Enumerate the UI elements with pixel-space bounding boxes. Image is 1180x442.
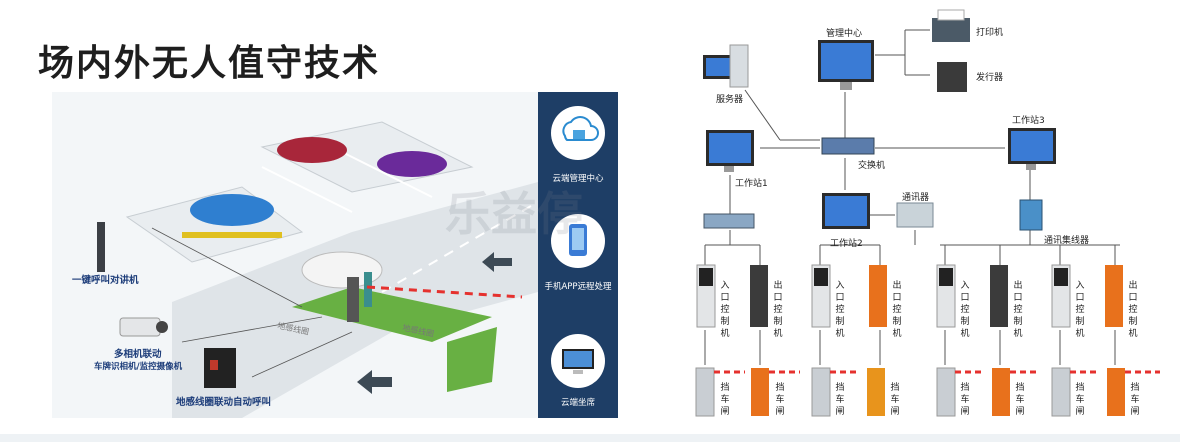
communicator-icon (896, 202, 934, 228)
barrier-label: 挡车闸 (835, 383, 845, 417)
loop-label: 地感线圈联动自动呼叫 (176, 397, 272, 408)
page-title: 场内外无人值守技术 (38, 43, 381, 84)
exit-label: 出口控制机 (773, 281, 783, 339)
mgmt-center-monitor (818, 40, 874, 90)
barrier-label: 挡车闸 (775, 383, 785, 417)
workstation1-label: 工作站1 (735, 179, 768, 189)
barrier-label: 挡车闸 (890, 383, 900, 417)
workstation1-monitor (706, 130, 754, 172)
entry-label: 入口控制机 (720, 281, 730, 339)
printer-icon (932, 9, 970, 42)
parking-scene: 地感线圈 地感线圈 一键呼叫对讲机 多相机联动 车牌识相机/监控摄像机 地感线圈… (52, 92, 539, 418)
cloud-folder-icon (551, 106, 605, 160)
hub1-icon (703, 213, 755, 229)
server-icon (703, 44, 749, 88)
cloud-seat-label: 云端坐席 (560, 398, 595, 408)
camera-lens-icon (156, 321, 168, 333)
barriers (695, 367, 1160, 417)
intercom-pole (97, 222, 105, 272)
workstation2-label: 工作站2 (830, 239, 863, 249)
entry-label: 入口控制机 (1075, 281, 1085, 339)
workstation3-monitor (1008, 128, 1056, 170)
green-island-end (447, 327, 497, 392)
green-island (292, 287, 492, 342)
workstation2-monitor (822, 193, 870, 229)
controllers (696, 264, 1123, 328)
gate-arm (366, 285, 523, 299)
gate-post (364, 272, 372, 307)
card-issuer-icon (937, 62, 967, 92)
road-arrow-icon (357, 370, 392, 394)
comm-hub-label: 通讯集线器 (1044, 236, 1090, 246)
barrier-label: 挡车闸 (1015, 383, 1025, 417)
parking-illustration: 地感线圈 地感线圈 (97, 121, 539, 418)
barrier-label: 挡车闸 (960, 383, 970, 417)
loop-detector-box (204, 348, 236, 388)
printer-label: 打印机 (976, 28, 1004, 38)
connection-lines (704, 29, 1120, 365)
entry-label: 入口控制机 (835, 281, 845, 339)
comm-hub-icon (1019, 199, 1043, 231)
mgmt-center-label: 管理中心 (826, 29, 863, 39)
switch-icon (821, 137, 875, 155)
communicator-label: 通讯器 (902, 193, 930, 203)
cloud-panel: 云端管理中心 手机APP远程处理 云端坐席 (538, 92, 618, 418)
phone-app-label: 手机APP远程处理 (544, 282, 612, 292)
exit-label: 出口控制机 (892, 281, 902, 339)
car-blue (190, 194, 274, 226)
barrier-label: 挡车闸 (1130, 383, 1140, 417)
exit-label: 出口控制机 (1128, 281, 1138, 339)
bottom-bar (0, 434, 1180, 442)
switch-label: 交换机 (858, 161, 886, 171)
barrier-label: 挡车闸 (1075, 383, 1085, 417)
car-red (277, 137, 347, 163)
entry-label: 入口控制机 (960, 281, 970, 339)
camera-sub-label: 车牌识相机/监控摄像机 (94, 362, 183, 372)
car-purple (377, 151, 447, 177)
exit-label: 出口控制机 (1013, 281, 1023, 339)
phone-hand-icon (551, 214, 605, 268)
car-white (301, 251, 383, 289)
road-arrow-icon (482, 252, 512, 272)
intercom-label: 一键呼叫对讲机 (72, 275, 139, 286)
workstation3-label: 工作站3 (1012, 116, 1045, 126)
monitor-icon (551, 334, 605, 388)
watermark: 乐益停 (445, 187, 583, 241)
gate-box (347, 277, 359, 322)
cloud-mgmt-label: 云端管理中心 (552, 174, 604, 184)
stopper-stripe (182, 232, 282, 238)
card-issuer-label: 发行器 (976, 73, 1004, 83)
camera-label: 多相机联动 (114, 349, 162, 360)
server-label: 服务器 (716, 95, 744, 105)
barrier-label: 挡车闸 (720, 383, 730, 417)
